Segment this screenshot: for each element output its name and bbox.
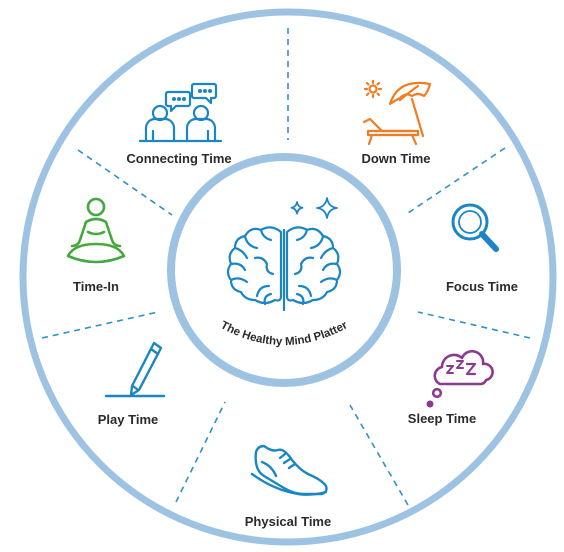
divider-bottom-right [349,404,409,506]
divider-left [41,311,159,339]
divider-top-left [77,149,173,216]
two-people-talking-icon [138,82,223,143]
brain-icon [226,226,342,312]
segment-dividers [41,28,531,506]
segment-label-focus-time: Focus Time [446,279,518,294]
segment-label-connecting-time: Connecting Time [126,151,231,166]
divider-bottom-left [175,401,226,503]
segment-label-time-in: Time-In [73,279,119,294]
sparkle-icon [290,197,338,219]
segment-label-down-time: Down Time [361,151,430,166]
pencil-icon [104,341,166,398]
beach-chair-umbrella-icon [362,79,432,146]
sneaker-icon [250,444,328,496]
divider-right [417,311,531,339]
magnifying-glass-icon [451,203,499,252]
meditation-icon [66,197,126,264]
divider-top-right [404,147,506,216]
segment-label-sleep-time: Sleep Time [408,411,476,426]
segment-label-play-time: Play Time [98,412,158,427]
segment-label-physical-time: Physical Time [245,514,331,529]
sleep-cloud-icon [426,349,494,408]
outer-ring [19,8,557,546]
